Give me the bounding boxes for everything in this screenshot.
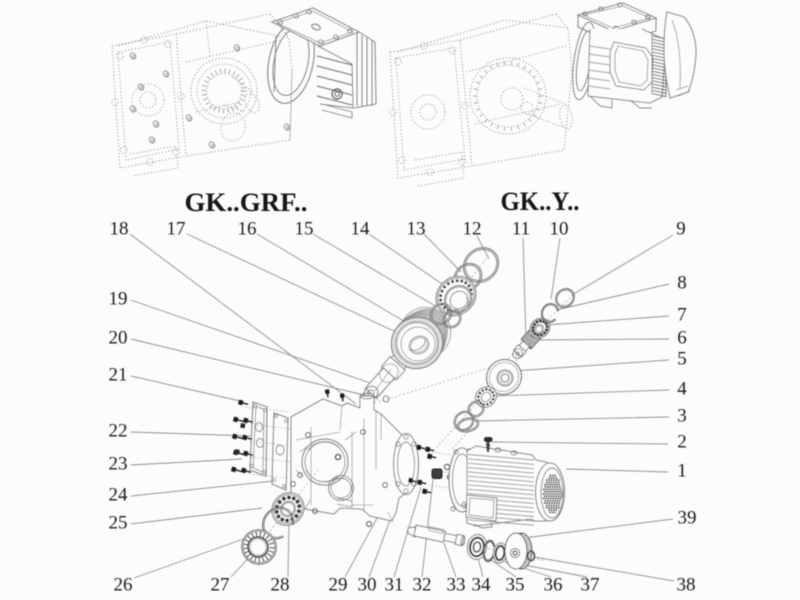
svg-text:30: 30 [358,574,377,595]
svg-text:23: 23 [109,453,128,474]
svg-text:29: 29 [329,574,348,595]
svg-text:31: 31 [385,574,404,595]
svg-text:11: 11 [512,218,530,239]
svg-text:21: 21 [109,364,128,385]
svg-text:2: 2 [677,431,687,452]
svg-text:12: 12 [463,218,482,239]
svg-text:16: 16 [238,218,257,239]
svg-text:4: 4 [677,378,687,399]
svg-text:17: 17 [167,218,186,239]
svg-text:20: 20 [109,327,128,348]
svg-text:9: 9 [676,218,686,239]
svg-text:GK..Y..: GK..Y.. [501,187,580,216]
svg-text:19: 19 [109,288,128,309]
svg-text:36: 36 [544,574,563,595]
svg-text:13: 13 [407,218,426,239]
svg-text:10: 10 [550,218,569,239]
svg-text:3: 3 [677,405,687,426]
svg-text:14: 14 [351,218,371,239]
svg-text:15: 15 [295,218,314,239]
svg-text:GK..GRF..: GK..GRF.. [185,188,308,217]
svg-text:7: 7 [677,304,687,325]
svg-text:38: 38 [677,574,696,595]
svg-text:26: 26 [114,574,133,595]
svg-text:1: 1 [677,460,687,481]
svg-text:39: 39 [678,507,697,528]
svg-text:18: 18 [110,218,129,239]
svg-text:28: 28 [271,574,290,595]
svg-text:22: 22 [109,420,128,441]
svg-text:25: 25 [109,512,128,533]
svg-text:6: 6 [677,327,687,348]
svg-text:5: 5 [677,348,687,369]
svg-text:33: 33 [447,574,466,595]
svg-text:35: 35 [506,574,525,595]
svg-text:37: 37 [581,574,600,595]
svg-text:8: 8 [677,272,687,293]
svg-text:24: 24 [109,484,129,505]
svg-text:27: 27 [211,574,230,595]
svg-text:32: 32 [413,574,432,595]
svg-text:34: 34 [472,574,492,595]
